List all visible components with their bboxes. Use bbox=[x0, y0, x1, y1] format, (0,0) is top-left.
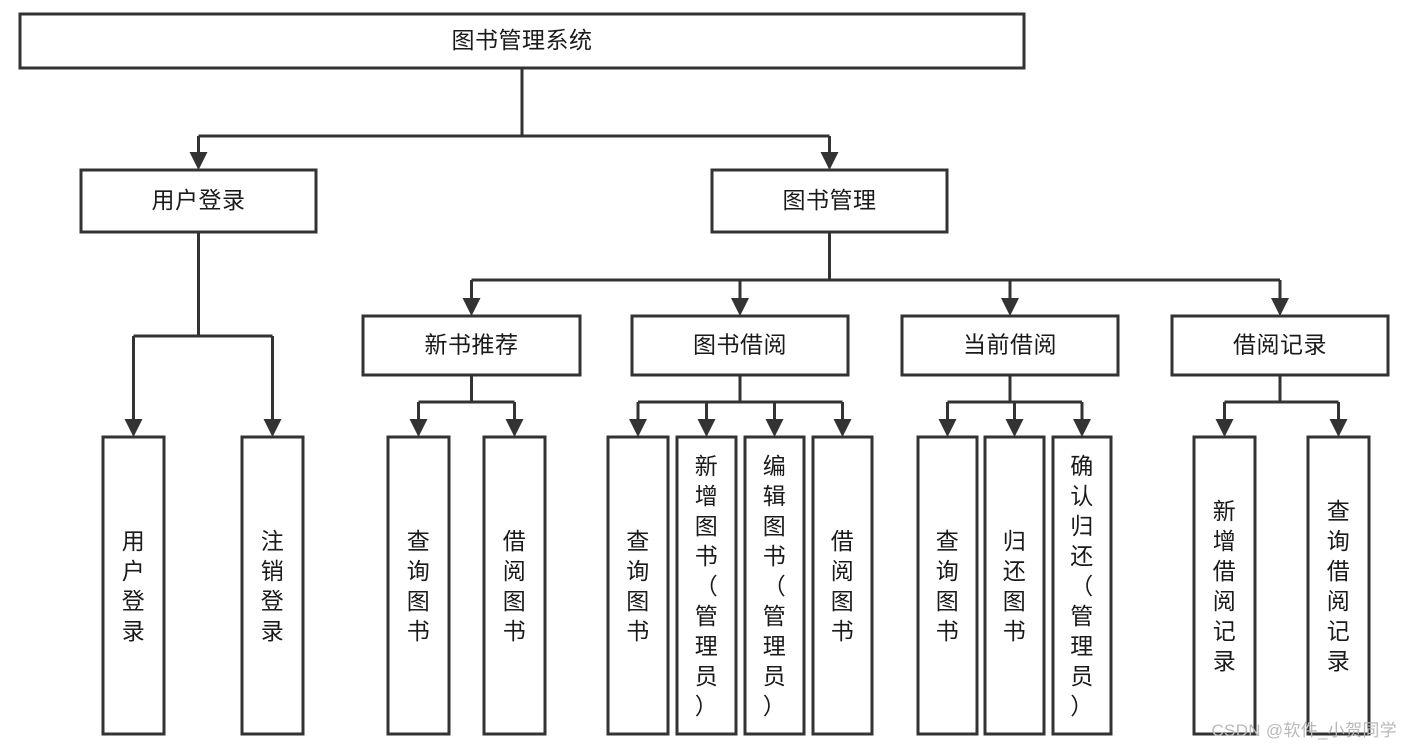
node-new-book-rec[interactable]: 新书推荐 bbox=[361, 314, 582, 377]
arrow-head-icon bbox=[765, 419, 784, 437]
node-box bbox=[916, 435, 979, 736]
node-box bbox=[630, 314, 850, 377]
arrow-head-icon bbox=[1001, 298, 1019, 316]
node-label: 注销登录 bbox=[261, 528, 285, 644]
node-leaf-add-book[interactable]: 新增图书（管理员） bbox=[675, 435, 738, 736]
node-leaf-confirm-return[interactable]: 确认归还（管理员） bbox=[1051, 435, 1113, 736]
node-leaf-borrow-book-2[interactable]: 借阅图书 bbox=[811, 435, 874, 736]
node-box bbox=[79, 168, 318, 234]
node-leaf-add-borrow-record[interactable]: 新增借阅记录 bbox=[1192, 435, 1257, 736]
edge-group-book-borrow bbox=[629, 375, 852, 437]
node-borrow-record[interactable]: 借阅记录 bbox=[1170, 314, 1390, 377]
arrow-head-icon bbox=[462, 298, 481, 316]
node-box bbox=[710, 168, 949, 234]
node-box bbox=[675, 435, 738, 736]
node-leaf-query-borrow-record[interactable]: 查询借阅记录 bbox=[1306, 435, 1371, 736]
node-label: 归还图书 bbox=[1003, 528, 1027, 644]
arrow-head-icon bbox=[697, 419, 716, 437]
node-label: 图书借阅 bbox=[693, 332, 787, 358]
edge-group-borrow-record bbox=[1215, 375, 1348, 437]
node-box bbox=[743, 435, 806, 736]
edge-group-new-book-rec bbox=[409, 375, 524, 437]
arrow-head-icon bbox=[1271, 298, 1289, 316]
node-book-borrow[interactable]: 图书借阅 bbox=[630, 314, 850, 377]
edge-group-root bbox=[189, 68, 839, 170]
node-label: 查询图书 bbox=[936, 528, 960, 644]
node-box bbox=[900, 314, 1120, 377]
node-box bbox=[1306, 435, 1371, 736]
node-box bbox=[606, 435, 670, 736]
node-user-login[interactable]: 用户登录 bbox=[79, 168, 318, 234]
node-leaf-borrow-book-1[interactable]: 借阅图书 bbox=[482, 435, 547, 736]
node-label: 查询图书 bbox=[407, 528, 431, 644]
arrow-head-icon bbox=[731, 298, 749, 316]
arrow-head-icon bbox=[189, 152, 208, 170]
node-label: 图书管理系统 bbox=[452, 27, 593, 53]
node-leaf-user-login[interactable]: 用户登录 bbox=[101, 435, 166, 736]
node-label: 图书管理 bbox=[783, 187, 877, 213]
edge-group-book-manage bbox=[462, 232, 1289, 316]
node-leaf-query-book-1[interactable]: 查询图书 bbox=[386, 435, 451, 736]
node-label: 用户登录 bbox=[122, 528, 146, 644]
node-box bbox=[1170, 314, 1390, 377]
node-label: 新增图书（管理员） bbox=[695, 453, 719, 719]
node-box bbox=[386, 435, 451, 736]
node-box bbox=[1051, 435, 1113, 736]
arrow-head-icon bbox=[263, 419, 282, 437]
arrow-head-icon bbox=[505, 419, 524, 437]
node-layer: 图书管理系统用户登录图书管理新书推荐图书借阅当前借阅借阅记录用户登录注销登录查询… bbox=[18, 12, 1390, 736]
node-box bbox=[983, 435, 1046, 736]
arrow-head-icon bbox=[938, 419, 957, 437]
node-label: 编辑图书（管理员） bbox=[763, 453, 787, 719]
node-box bbox=[1192, 435, 1257, 736]
edge-group-user-login bbox=[124, 232, 282, 437]
node-label: 借阅图书 bbox=[831, 528, 855, 644]
arrow-head-icon bbox=[1215, 419, 1234, 437]
arrow-head-icon bbox=[409, 419, 428, 437]
node-leaf-query-book-3[interactable]: 查询图书 bbox=[916, 435, 979, 736]
node-label: 当前借阅 bbox=[963, 332, 1057, 358]
node-label: 借阅图书 bbox=[503, 528, 527, 644]
connector-layer bbox=[124, 68, 1348, 437]
node-leaf-return-book[interactable]: 归还图书 bbox=[983, 435, 1046, 736]
node-label: 查询借阅记录 bbox=[1327, 498, 1351, 674]
node-book-manage[interactable]: 图书管理 bbox=[710, 168, 949, 234]
node-label: 查询图书 bbox=[626, 528, 650, 644]
arrow-head-icon bbox=[1005, 419, 1024, 437]
arrow-head-icon bbox=[1329, 419, 1348, 437]
node-box bbox=[240, 435, 305, 736]
node-label: 新增借阅记录 bbox=[1213, 498, 1237, 674]
node-label: 新书推荐 bbox=[425, 332, 519, 358]
arrow-head-icon bbox=[833, 419, 852, 437]
edge-group-current-borrow bbox=[938, 375, 1091, 437]
node-label: 确认归还（管理员） bbox=[1070, 453, 1094, 719]
node-root[interactable]: 图书管理系统 bbox=[18, 12, 1026, 70]
node-box bbox=[101, 435, 166, 736]
node-box bbox=[18, 12, 1026, 70]
node-leaf-edit-book[interactable]: 编辑图书（管理员） bbox=[743, 435, 806, 736]
node-label: 借阅记录 bbox=[1233, 332, 1327, 358]
node-box bbox=[361, 314, 582, 377]
arrow-head-icon bbox=[629, 419, 647, 437]
node-box bbox=[811, 435, 874, 736]
node-box bbox=[482, 435, 547, 736]
arrow-head-icon bbox=[1073, 419, 1091, 437]
node-label: 用户登录 bbox=[152, 187, 246, 213]
node-leaf-query-book-2[interactable]: 查询图书 bbox=[606, 435, 670, 736]
arrow-head-icon bbox=[124, 419, 143, 437]
arrow-head-icon bbox=[820, 152, 839, 170]
node-current-borrow[interactable]: 当前借阅 bbox=[900, 314, 1120, 377]
node-leaf-user-logout[interactable]: 注销登录 bbox=[240, 435, 305, 736]
